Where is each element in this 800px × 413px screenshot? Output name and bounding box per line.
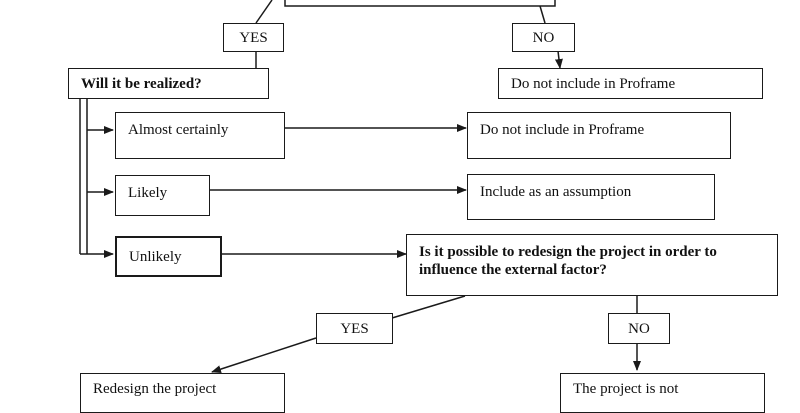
redesign-project-box: Redesign the project — [80, 373, 285, 413]
exclude-almost-box: Do not include in Proframe — [467, 112, 731, 159]
connector-no-to-exclude — [554, 50, 563, 69]
almost-certainly-box: Almost certainly — [115, 112, 285, 159]
flowchart-connectors — [79, 0, 641, 374]
exclude-top-box: Do not include in Proframe — [498, 68, 763, 99]
connector-top-to-no — [539, 5, 546, 24]
question-redesign-box: Is it possible to redesign the project i… — [406, 234, 778, 296]
yes-top-box: YES — [223, 23, 284, 52]
include-assumption-box: Include as an assumption — [467, 174, 715, 220]
project-not-box: The project is not — [560, 373, 765, 413]
connector-top-to-yes — [255, 0, 273, 24]
no-top-box: NO — [512, 23, 575, 52]
likely-box: Likely — [115, 175, 210, 216]
connector-yes-to-redesign-project — [211, 337, 317, 374]
yes-bottom-box: YES — [316, 313, 393, 344]
question-realized-box: Will it be realized? — [68, 68, 269, 99]
connector-redesign-to-yes — [391, 295, 466, 319]
unlikely-box: Unlikely — [115, 236, 222, 277]
flowchart: YES NO Will it be realized? Do not inclu… — [68, 0, 778, 413]
top-box-edge — [284, 0, 556, 7]
no-bottom-box: NO — [608, 313, 670, 344]
